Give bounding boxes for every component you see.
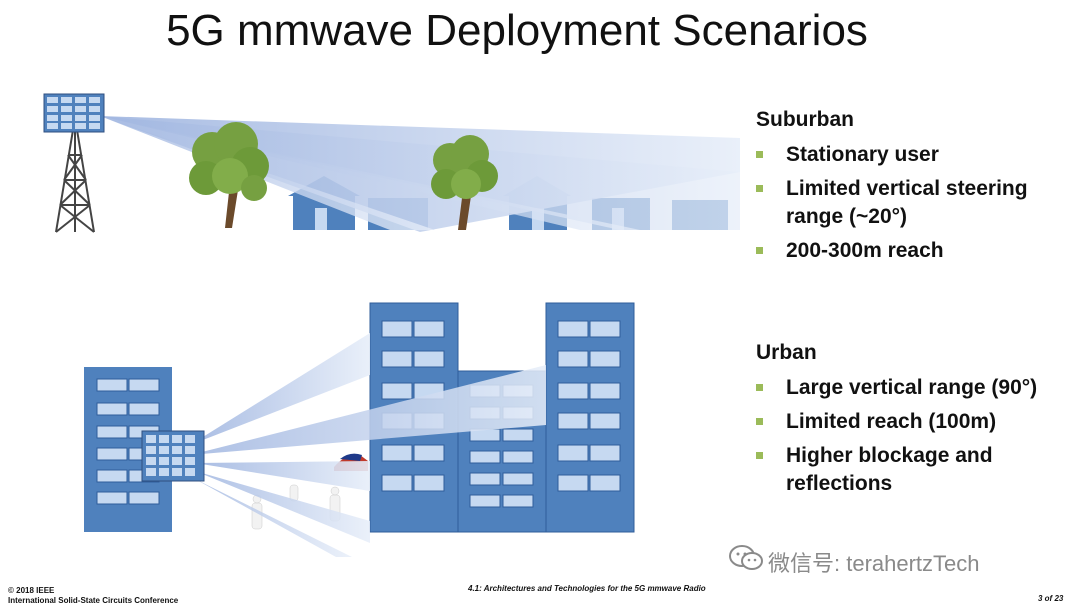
watermark-text: 微信号: terahertzTech <box>768 551 980 576</box>
suburban-scene <box>43 93 740 233</box>
footer-title: 4.1: Architectures and Technologies for … <box>468 584 706 593</box>
beam <box>100 116 740 230</box>
bullet-icon <box>756 247 763 254</box>
suburban-bullets: Stationary user Limited vertical steerin… <box>756 141 1056 271</box>
bullet-icon <box>756 384 763 391</box>
bullet-icon <box>756 418 763 425</box>
beam <box>190 333 370 445</box>
urban-bullets: Large vertical range (90°) Limited reach… <box>756 374 1046 504</box>
bullet-icon <box>756 151 763 158</box>
list-item: Higher blockage and reflections <box>756 442 1046 498</box>
wechat-icon <box>729 545 763 570</box>
list-item: Stationary user <box>756 141 1056 169</box>
bullet-icon <box>756 185 763 192</box>
suburban-heading: Suburban <box>756 108 854 131</box>
footer-copyright-line2: International Solid-State Circuits Confe… <box>8 596 179 605</box>
beam <box>195 461 370 491</box>
beam <box>195 479 352 557</box>
bullet-icon <box>756 452 763 459</box>
antenna-array-icon <box>141 430 205 482</box>
list-item: 200-300m reach <box>756 237 1056 265</box>
list-item: Limited reach (100m) <box>756 408 1046 436</box>
footer-copyright: © 2018 IEEE International Solid-State Ci… <box>8 586 178 606</box>
building-icon <box>545 302 635 533</box>
list-item: Limited vertical steering range (~20°) <box>756 175 1056 231</box>
page-number: 3 of 23 <box>1038 594 1064 603</box>
tree-icon <box>431 135 498 230</box>
list-item: Large vertical range (90°) <box>756 374 1046 402</box>
antenna-array-icon <box>43 93 105 133</box>
urban-heading: Urban <box>756 341 817 364</box>
beam <box>195 471 370 543</box>
beam <box>190 365 546 455</box>
footer-copyright-line1: © 2018 IEEE <box>8 586 55 595</box>
urban-scene <box>84 302 635 557</box>
cell-tower-icon <box>55 129 95 233</box>
slide-title: 5G mmwave Deployment Scenarios <box>166 6 868 55</box>
tree-icon <box>189 122 269 228</box>
